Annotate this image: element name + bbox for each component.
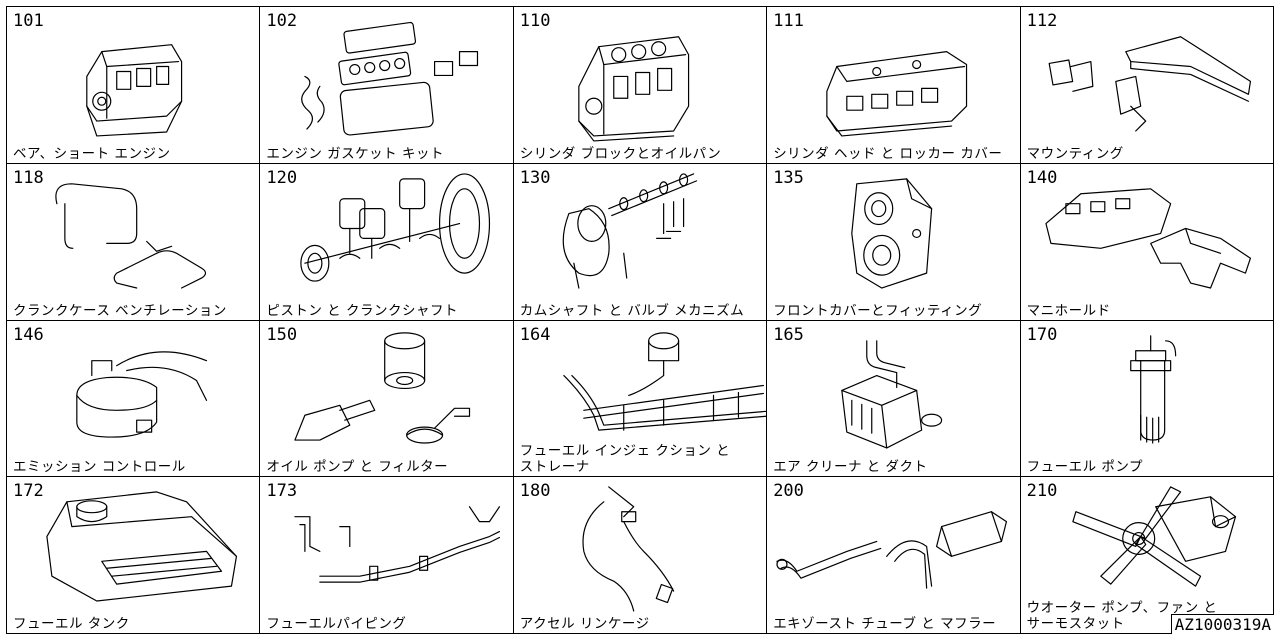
part-number: 210 [1026, 481, 1058, 502]
part-label: アクセル リンケージ [519, 616, 650, 632]
fuel-injection-icon [563, 331, 767, 431]
part-label: ウオーター ポンプ、ファン と サーモスタット [1026, 600, 1218, 632]
accel-linkage-icon [582, 486, 675, 612]
part-label: エキゾースト チューブ と マフラー [773, 616, 997, 632]
exhaust-muffler-icon [776, 511, 1008, 589]
part-cell-164[interactable]: 164 フューエル インジェ クション と ストレーナ [513, 320, 768, 478]
camshaft-valve-icon [562, 173, 697, 289]
mounting-icon [1048, 36, 1251, 132]
part-number: 111 [773, 11, 804, 31]
manifold-icon [1044, 187, 1251, 289]
part-number: 172 [13, 481, 44, 502]
part-number: 135 [773, 167, 804, 188]
part-number: 165 [773, 324, 804, 345]
ventilation-hose-icon [55, 182, 207, 289]
part-cell-180[interactable]: 180 アクセル リンケージ [513, 477, 768, 634]
part-number: 118 [13, 167, 44, 188]
drawing-code: AZ1000319A [1170, 614, 1274, 634]
part-label: エア クリーナ と ダクト [773, 459, 928, 476]
part-label: フロントカバーとフィッティング [773, 302, 983, 319]
emission-control-icon [76, 350, 208, 438]
oil-pump-filter-icon [294, 331, 471, 444]
air-cleaner-icon [841, 339, 943, 449]
part-cell-112[interactable]: 112 マウンティング [1020, 7, 1274, 164]
part-label: エンジン ガスケット キット [266, 145, 444, 162]
part-cell-200[interactable]: 200 エキゾースト チューブ と マフラー [767, 477, 1021, 634]
part-label: クランクケース ベンチレーション [13, 302, 227, 319]
water-pump-fan-icon [1071, 486, 1236, 587]
gasket-kit-icon [301, 21, 479, 136]
part-cell-135[interactable]: 135 フロントカバーとフィッティング [767, 163, 1021, 321]
part-cell-172[interactable]: 172 フューエル タンク [7, 477, 261, 634]
part-number: 120 [266, 167, 298, 188]
fuel-pump-icon [1129, 334, 1176, 444]
part-label: フューエルパイピング [266, 616, 407, 632]
part-label: オイル ポンプ と フィルター [266, 459, 449, 476]
part-label: フューエル インジェ クション と ストレーナ [519, 443, 731, 476]
part-label: エミッション コントロール [13, 459, 186, 476]
part-cell-120[interactable]: 120 ピストン と クランクシャフト [260, 163, 514, 321]
part-cell-165[interactable]: 165 エア クリーナ と ダクト [767, 320, 1021, 478]
part-cell-170[interactable]: 170 フューエル ポンプ [1020, 320, 1274, 478]
part-cell-210[interactable]: 210 ウオーター ポンプ、ファン と サーモスタット [1020, 477, 1274, 634]
part-cell-173[interactable]: 173 フューエルパイピング [260, 477, 514, 634]
part-cell-130[interactable]: 130 カムシャフト と バルブ メカニズム [513, 163, 768, 321]
part-number: 180 [519, 481, 551, 502]
part-cell-110[interactable]: 110 シリンダ ブロックとオイルパン [513, 7, 768, 164]
part-label: カムシャフト と バルブ メカニズム [519, 302, 745, 319]
part-label: フューエル ポンプ [1026, 459, 1143, 476]
part-number: 140 [1026, 167, 1058, 188]
part-label: ピストン と クランクシャフト [266, 302, 458, 319]
fuel-piping-icon [294, 506, 501, 584]
part-cell-140[interactable]: 140 マニホールド [1020, 163, 1274, 321]
part-number: 130 [519, 167, 551, 188]
part-number: 110 [519, 11, 551, 31]
part-cell-146[interactable]: 146 エミッション コントロール [7, 320, 261, 478]
part-number: 146 [13, 324, 44, 345]
part-label: マウンティング [1026, 145, 1124, 162]
part-label: フューエル タンク [13, 616, 130, 632]
part-cell-111[interactable]: 111 シリンダ ヘッド と ロッカー カバー [767, 7, 1021, 164]
front-cover-icon [851, 178, 933, 289]
part-number: 112 [1026, 11, 1058, 31]
part-cell-150[interactable]: 150 オイル ポンプ と フィルター [260, 320, 514, 478]
part-number: 102 [266, 11, 298, 31]
part-number: 101 [13, 11, 44, 31]
part-cell-101[interactable]: 101 ベア、ショート エンジン [7, 7, 261, 164]
part-cell-102[interactable]: 102 エンジン ガスケット キット [260, 7, 514, 164]
part-number: 173 [266, 481, 298, 502]
cylinder-block-icon [578, 36, 689, 142]
part-label: シリンダ ヘッド と ロッカー カバー [773, 145, 1003, 162]
part-number: 200 [773, 481, 804, 502]
part-label: マニホールド [1026, 302, 1111, 319]
part-number: 170 [1026, 324, 1058, 345]
part-label: ベア、ショート エンジン [13, 145, 171, 162]
part-number: 150 [266, 324, 298, 345]
part-label: シリンダ ブロックとオイルパン [519, 145, 722, 162]
parts-catalog-grid: 101 ベア、ショート エンジン 102 エンジン ガスケット キット 110 シリンダ … [6, 6, 1274, 634]
fuel-tank-icon [46, 491, 238, 602]
part-cell-118[interactable]: 118 クランクケース ベンチレーション [7, 163, 261, 321]
part-number: 164 [519, 324, 551, 345]
cylinder-head-icon [826, 51, 968, 137]
piston-crankshaft-icon [300, 173, 491, 282]
short-engine-icon [86, 44, 183, 137]
